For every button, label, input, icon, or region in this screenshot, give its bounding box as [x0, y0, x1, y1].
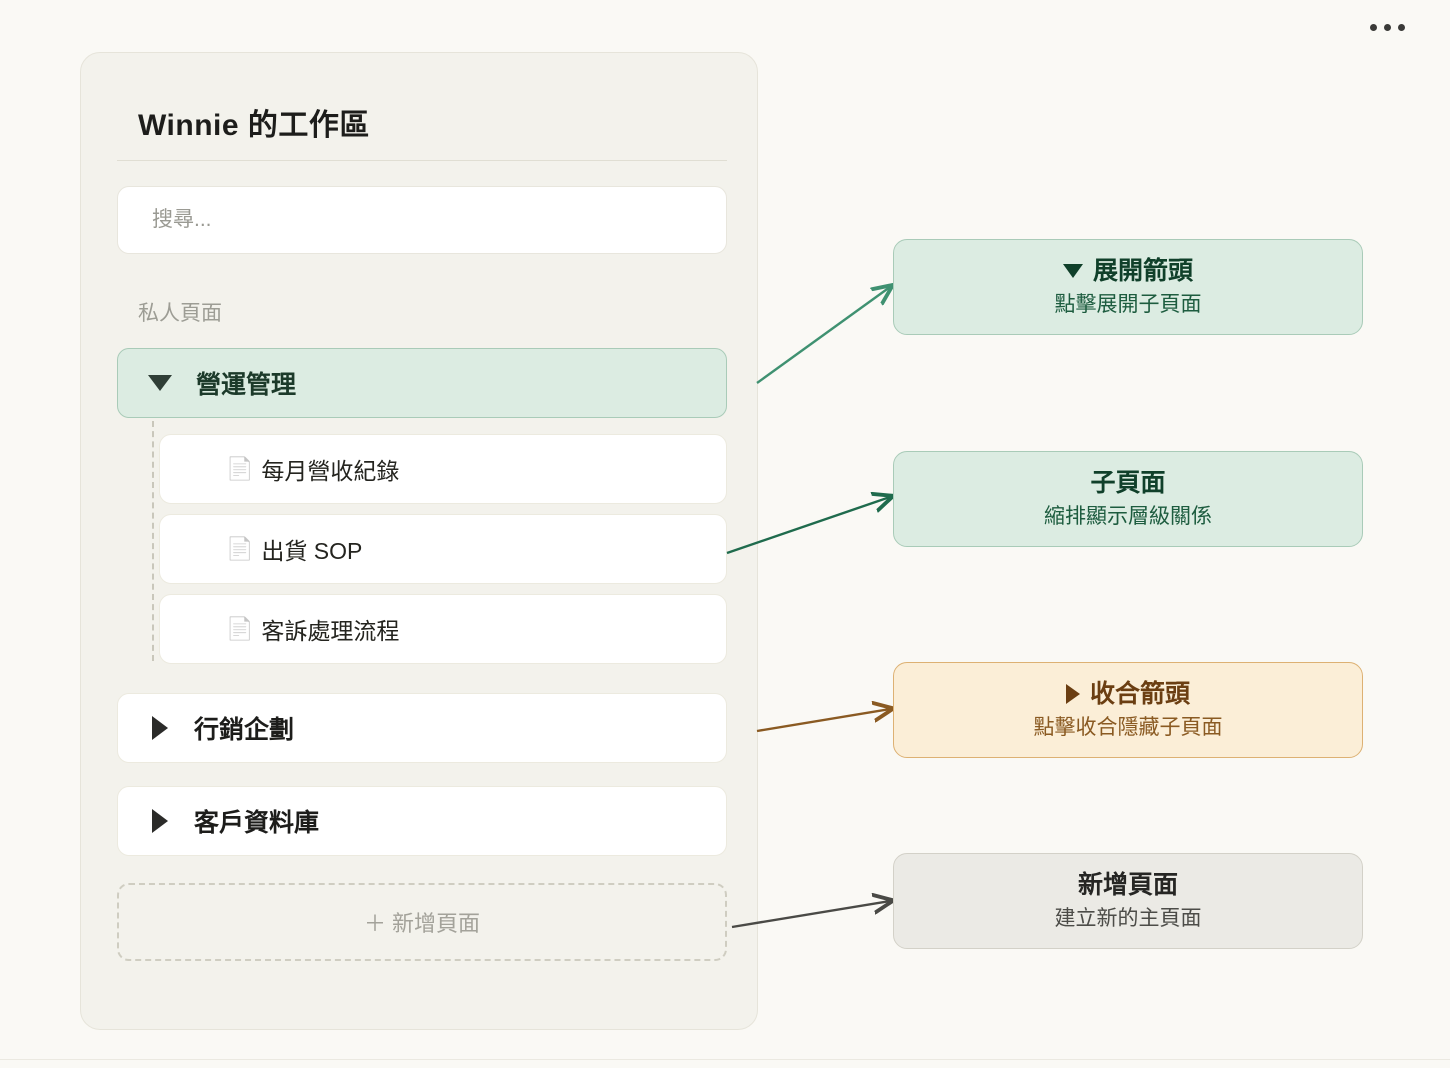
search-input[interactable] — [152, 208, 669, 232]
sidebar-item-label: 行銷企劃 — [194, 716, 295, 744]
workspace-title: Winnie 的工作區 — [138, 109, 370, 142]
callout-title: 收合箭頭 — [1089, 680, 1190, 709]
callout-title-row: 子頁面 — [1090, 468, 1165, 498]
callout-title-row: 新增頁面 — [1078, 870, 1178, 900]
callout-title: 新增頁面 — [1077, 871, 1178, 900]
ellipsis-icon-dot — [1398, 24, 1405, 31]
sidebar-item-customer-db[interactable]: 客戶資料庫 — [117, 786, 727, 856]
title-divider — [117, 160, 727, 161]
sidebar-child-label: 出貨 SOP — [261, 538, 363, 564]
chevron-down-icon — [1062, 264, 1083, 279]
callout-title-row: 展開箭頭 — [1062, 256, 1193, 286]
sidebar-item-label: 營運管理 — [196, 371, 297, 399]
sidebar-panel: Winnie 的工作區 私人頁面 營運管理 📄 每月營收紀錄 📄 出貨 SOP … — [80, 52, 758, 1030]
arrow-expand-caret — [756, 287, 890, 384]
sidebar-item-label: 客戶資料庫 — [194, 809, 320, 837]
ellipsis-icon-dot — [1370, 24, 1377, 31]
sidebar-child-complaint-process[interactable]: 📄 客訴處理流程 — [159, 594, 727, 664]
callout-title-row: 收合箭頭 — [1065, 679, 1190, 709]
section-label-private-pages: 私人頁面 — [138, 302, 222, 325]
sidebar-item-marketing[interactable]: 行銷企劃 — [117, 693, 727, 763]
overflow-menu-button[interactable] — [1370, 24, 1405, 31]
sidebar-child-shipping-sop[interactable]: 📄 出貨 SOP — [159, 514, 727, 584]
chevron-down-icon[interactable] — [148, 375, 172, 391]
add-page-button[interactable]: ＋ 新增頁面 — [117, 883, 727, 961]
search-box[interactable] — [117, 186, 727, 254]
bottom-divider — [0, 1059, 1450, 1060]
callout-expand-caret: 展開箭頭 點擊展開子頁面 — [893, 239, 1363, 335]
chevron-right-icon — [1065, 684, 1080, 705]
sidebar-child-label: 每月營收紀錄 — [261, 458, 400, 484]
page-icon: 📄 — [226, 456, 254, 481]
callout-child-page: 子頁面 縮排顯示層級關係 — [893, 451, 1363, 547]
child-indent-guide — [152, 421, 154, 661]
callout-add-page: 新增頁面 建立新的主頁面 — [893, 853, 1363, 949]
sidebar-child-label: 客訴處理流程 — [261, 618, 400, 644]
callout-title: 展開箭頭 — [1092, 257, 1193, 286]
sidebar-item-operations[interactable]: 營運管理 — [117, 348, 727, 418]
sidebar-child-monthly-revenue[interactable]: 📄 每月營收紀錄 — [159, 434, 727, 504]
callout-subtitle: 點擊展開子頁面 — [1054, 293, 1202, 317]
callout-subtitle: 建立新的主頁面 — [1054, 907, 1202, 931]
page-icon: 📄 — [226, 536, 254, 561]
callout-subtitle: 縮排顯示層級關係 — [1044, 505, 1212, 529]
chevron-right-icon[interactable] — [152, 809, 168, 833]
page-icon: 📄 — [226, 616, 254, 641]
chevron-right-icon[interactable] — [152, 716, 168, 740]
arrow-collapse-caret — [756, 709, 890, 733]
ellipsis-icon-dot — [1384, 24, 1391, 31]
callout-subtitle: 點擊收合隱藏子頁面 — [1033, 716, 1223, 740]
callout-collapse-caret: 收合箭頭 點擊收合隱藏子頁面 — [893, 662, 1363, 758]
callout-title: 子頁面 — [1090, 469, 1166, 498]
